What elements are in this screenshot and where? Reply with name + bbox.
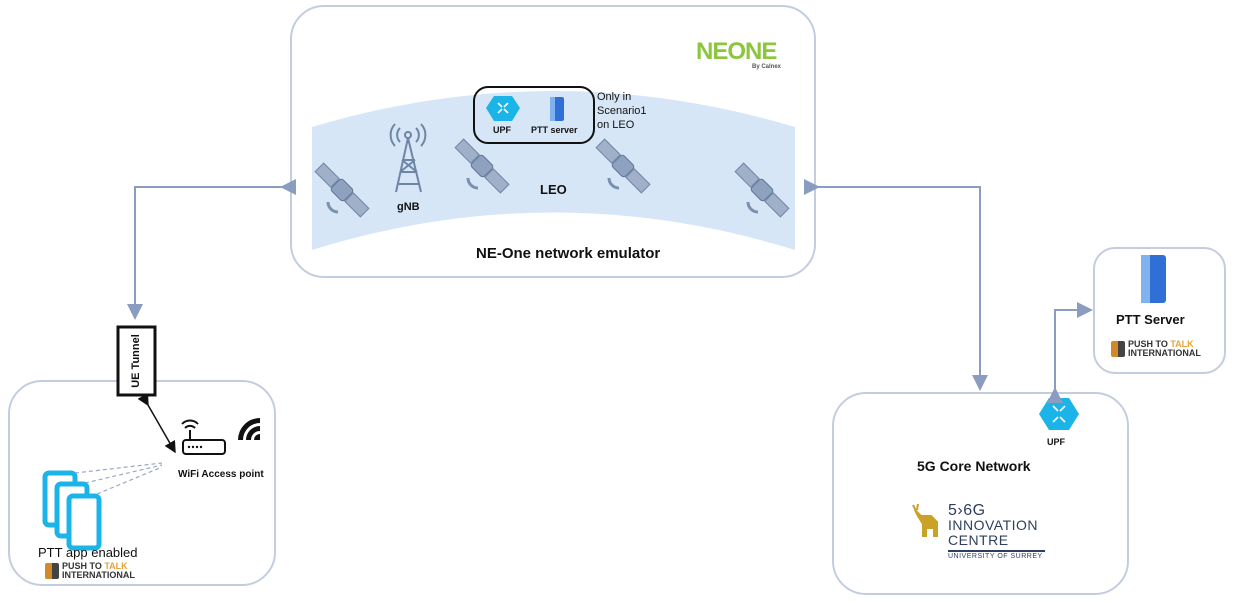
upf-icon bbox=[1039, 398, 1079, 430]
logo-text: 5›6G bbox=[948, 502, 986, 519]
scenario-note-line: Only in bbox=[597, 91, 632, 103]
upf-icon bbox=[486, 96, 520, 121]
ptt-logo-mark bbox=[45, 563, 59, 579]
ptt-app-label: PTT app enabled bbox=[38, 545, 138, 560]
ptt-logo-text: TALK bbox=[1170, 339, 1194, 349]
ne-one-logo: NEONE bbox=[696, 38, 777, 66]
ptt-logo-text: TALK bbox=[104, 561, 128, 571]
leo-label: LEO bbox=[540, 182, 567, 197]
gnb-tower-icon bbox=[389, 123, 427, 193]
ptt-logo-text: INTERNATIONAL bbox=[1128, 348, 1201, 358]
ue-tunnel-box bbox=[116, 325, 157, 397]
scenario-note-line: on LEO bbox=[597, 119, 635, 131]
wifi-access-point-label: WiFi Access point bbox=[178, 469, 264, 480]
core-network-box bbox=[832, 392, 1129, 595]
innovation-centre-logo: 5›6G INNOVATION CENTRE UNIVERSITY OF SUR… bbox=[948, 503, 1043, 561]
logo-text: INNOVATION bbox=[948, 517, 1039, 533]
phone-icons bbox=[42, 470, 102, 551]
leo-orbit-band bbox=[312, 91, 795, 250]
core-upf-label: UPF bbox=[1047, 437, 1065, 447]
surrey-stag-icon bbox=[912, 503, 938, 537]
upf-label: UPF bbox=[493, 125, 511, 135]
logo-text: UNIVERSITY OF SURREY bbox=[948, 553, 1043, 560]
wifi-router-icon bbox=[181, 419, 226, 455]
ue-tunnel-label: UE Tunnel bbox=[130, 334, 142, 388]
ptt-logo-text: PUSH TO bbox=[62, 561, 105, 571]
tunnel-to-router-link bbox=[137, 392, 176, 454]
logo-text: CENTRE bbox=[948, 532, 1009, 548]
scenario-note-line: Scenario1 bbox=[597, 105, 647, 117]
wireless-signal-icon bbox=[238, 418, 260, 440]
ne-one-logo-text: NEONE bbox=[696, 38, 777, 65]
ptt-logo-text: INTERNATIONAL bbox=[62, 570, 135, 580]
emulator-to-ue-tunnel-link bbox=[127, 179, 296, 320]
emulator-to-core-link bbox=[804, 179, 988, 391]
ptt-logo-text: PUSH TO bbox=[1128, 339, 1171, 349]
gnb-label: gNB bbox=[397, 201, 420, 213]
core-network-title: 5G Core Network bbox=[917, 458, 1031, 474]
scenario1-highlight-box bbox=[473, 86, 595, 144]
ptt-logo-mark bbox=[1111, 341, 1125, 357]
emulator-title: NE-One network emulator bbox=[476, 245, 661, 262]
scenario-note: Only in Scenario1 on LEO bbox=[597, 90, 647, 132]
ptt-server-label: PTT server bbox=[531, 125, 578, 135]
ptt-server-title: PTT Server bbox=[1116, 312, 1185, 327]
upf-to-ptt-server-link bbox=[1047, 302, 1093, 403]
ne-one-logo-sub: By Calnex bbox=[752, 64, 782, 70]
